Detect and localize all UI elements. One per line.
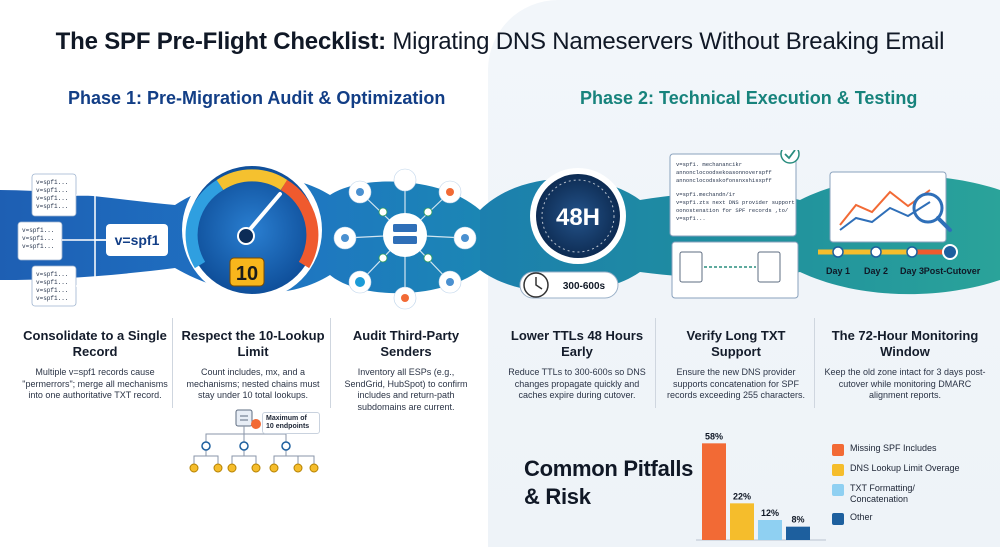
- step-title: The 72-Hour Monitoring Window: [831, 328, 979, 359]
- spf-line: v=spf1...: [22, 243, 54, 250]
- spf-line: v=spf1...: [36, 295, 68, 302]
- spf-line: v=spf1...: [36, 179, 68, 186]
- step-title: Audit Third-Party Senders: [352, 328, 460, 359]
- chart-data-label: 58%: [705, 431, 723, 441]
- step-desc: Multiple v=spf1 records cause "permerror…: [22, 367, 168, 400]
- step-lower-ttl: Lower TTLs 48 Hours Early Reduce TTLs to…: [502, 328, 652, 402]
- chart-bar: [758, 520, 782, 540]
- txt-line: oonostenation for SPF records ,to/: [676, 207, 788, 214]
- step-monitoring: The 72-Hour Monitoring Window Keep the o…: [820, 328, 990, 402]
- title-bold: The SPF Pre-Flight Checklist:: [55, 28, 386, 55]
- step-desc: Keep the old zone intact for 3 days post…: [824, 367, 986, 400]
- legend-label: Other: [850, 512, 873, 522]
- step-title: Respect the 10-Lookup Limit: [181, 328, 325, 359]
- legend-item: DNS Lookup Limit Overage: [832, 463, 970, 476]
- txt-line: v=spf1.mechandn/1r: [676, 191, 735, 198]
- lookup-tree-illustration: [189, 409, 319, 473]
- step-desc: Count includes, mx, and a mechanisms; ne…: [186, 367, 320, 400]
- ttl-timer-icon: [519, 168, 626, 299]
- legend-label: TXT Formatting/ Concatenation: [850, 483, 915, 504]
- spf-line: v=spf1...: [36, 279, 68, 286]
- step-desc: Ensure the new DNS provider supports con…: [666, 367, 806, 400]
- pitfalls-title: Common Pitfalls & Risk: [524, 456, 694, 509]
- spf-line: v=spf1...: [36, 203, 68, 210]
- spf-line: v=spf1...: [36, 271, 68, 278]
- gauge-value: 10: [236, 263, 258, 285]
- divider: [655, 318, 656, 408]
- ttl-badge: 300-600s: [563, 281, 606, 292]
- step-desc: Reduce TTLs to 300-600s so DNS changes p…: [508, 367, 646, 400]
- spf-line: v=spf1...: [36, 287, 68, 294]
- phase2-heading: Phase 2: Technical Execution & Testing: [580, 88, 918, 108]
- chart-bar: [786, 526, 810, 540]
- divider: [330, 318, 331, 408]
- chart-data-label: 12%: [761, 508, 779, 518]
- timeline-day: Day 3: [900, 266, 924, 276]
- legend-item: Other: [832, 512, 970, 525]
- legend-label: Missing SPF Includes: [850, 443, 937, 453]
- title-rest: Migrating DNS Nameservers Without Breaki…: [385, 28, 945, 55]
- third-party-hub-illustration: [333, 168, 477, 310]
- timer-label: 48H: [556, 204, 600, 231]
- monitoring-illustration: [818, 171, 958, 260]
- legend-item: Missing SPF Includes: [832, 443, 970, 456]
- step-third-party: Audit Third-Party Senders Inventory all …: [338, 328, 474, 413]
- chart-data-label: 22%: [733, 491, 751, 501]
- legend-swatch: [832, 484, 844, 496]
- txt-line: v=spf1...: [676, 215, 706, 222]
- chart-bar: [730, 503, 754, 540]
- illustration-band: v=spf1... v=spf1... v=spf1... v=spf1... …: [0, 150, 1000, 310]
- step-long-txt: Verify Long TXT Support Ensure the new D…: [660, 328, 812, 402]
- divider: [814, 318, 815, 408]
- chart-bar: [702, 443, 726, 540]
- pitfalls-chart: 58% 22% 12% 8%: [696, 431, 826, 541]
- timeline-day: Post-Cutover: [924, 266, 981, 276]
- step-title: Verify Long TXT Support: [686, 328, 786, 359]
- txt-line: v=spf1. mechanancikr: [676, 161, 742, 168]
- spf-line: v=spf1...: [22, 235, 54, 242]
- txt-line: annonclocoodsekoasonnoverspff: [676, 169, 772, 176]
- spf-line: v=spf1...: [22, 227, 54, 234]
- phase1-heading: Phase 1: Pre-Migration Audit & Optimizat…: [68, 88, 446, 108]
- spf-line: v=spf1...: [36, 187, 68, 194]
- chart-data-label: 8%: [791, 515, 804, 525]
- legend-swatch: [832, 444, 844, 456]
- timeline-day: Day 1: [826, 266, 850, 276]
- step-lookup-limit: Respect the 10-Lookup Limit Count includ…: [180, 328, 326, 402]
- timeline-day: Day 2: [864, 266, 888, 276]
- legend-label: DNS Lookup Limit Overage: [850, 463, 960, 473]
- page-title: The SPF Pre-Flight Checklist: Migrating …: [0, 28, 1000, 56]
- spf-records-illustration: [17, 173, 168, 307]
- spf-consolidated-label: v=spf1: [115, 232, 160, 248]
- step-title: Consolidate to a Single Record: [23, 328, 167, 359]
- spf-line: v=spf1...: [36, 195, 68, 202]
- txt-line: v=spf1.zts next DNS provider support: [676, 199, 795, 206]
- legend-item: TXT Formatting/ Concatenation: [832, 483, 970, 505]
- txt-record-illustration: [669, 150, 800, 299]
- step-consolidate: Consolidate to a Single Record Multiple …: [20, 328, 170, 402]
- pitfalls-legend: Missing SPF Includes DNS Lookup Limit Ov…: [832, 443, 970, 532]
- step-title: Lower TTLs 48 Hours Early: [510, 328, 644, 359]
- divider: [172, 318, 173, 408]
- legend-swatch: [832, 513, 844, 525]
- tree-note: Maximum of 10 endpoints: [262, 412, 320, 434]
- step-desc: Inventory all ESPs (e.g., SendGrid, HubS…: [344, 367, 468, 412]
- lookup-gauge-icon: [182, 160, 322, 300]
- legend-swatch: [832, 464, 844, 476]
- txt-line: annonclocodsskofonsnxshisxpff: [676, 177, 772, 184]
